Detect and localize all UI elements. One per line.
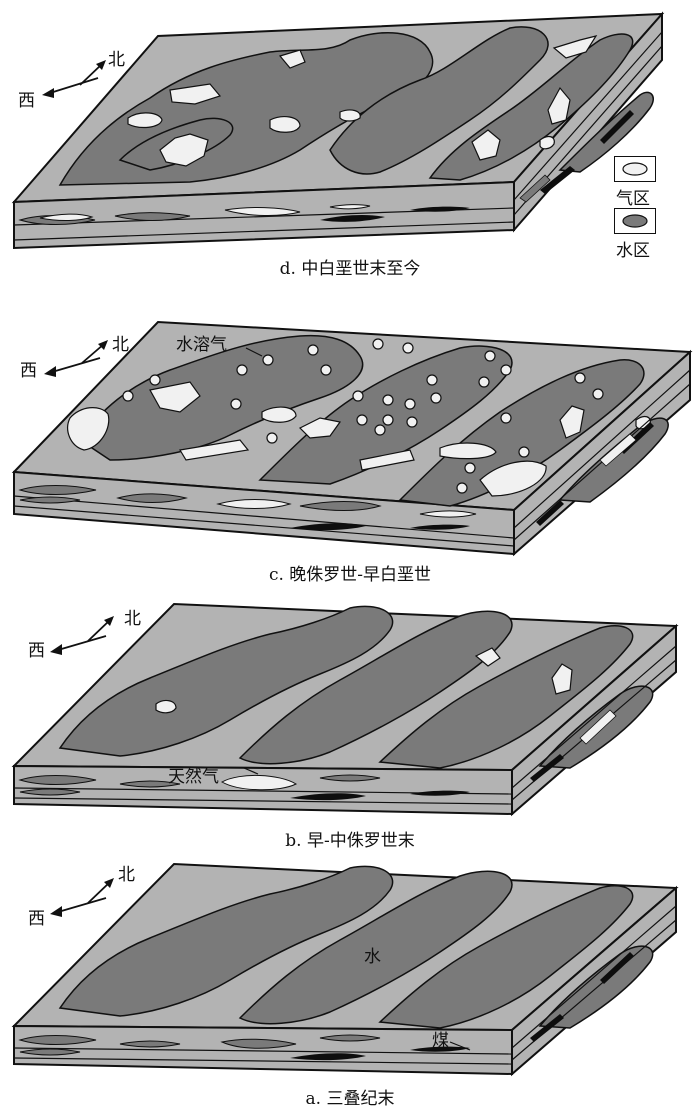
coal-label: 煤: [432, 1026, 449, 1051]
gas-patch: [440, 443, 496, 459]
compass-north-label: 北: [112, 330, 129, 355]
gas-patch: [270, 117, 300, 133]
block-diagram-d: [0, 0, 700, 280]
panel-caption-d: d. 中白垩世末至今: [0, 254, 700, 279]
dissolved-gas-label: 水溶气: [176, 330, 227, 355]
panel-caption-a: a. 三叠纪末: [0, 1084, 700, 1109]
compass-b: [50, 616, 114, 655]
panel-c: 北 西 水溶气 c. 晚侏罗世-早白垩世: [0, 300, 700, 590]
gas-patch: [262, 407, 296, 422]
legend-gas-swatch: [614, 156, 656, 182]
gas-patch: [540, 137, 554, 149]
panel-d: 北 西 气区 水区 d. 中白垩世末至今: [0, 0, 700, 280]
gas-patch: [340, 110, 360, 121]
legend-water-swatch: [614, 208, 656, 234]
panel-b: 北 西 天然气 b. 早-中侏罗世末: [0, 598, 700, 858]
compass-west-label: 西: [28, 904, 45, 929]
compass-c: [44, 340, 108, 377]
block-diagram-a: [0, 860, 700, 1114]
natural-gas-label: 天然气: [168, 762, 219, 787]
gas-patch: [128, 113, 162, 128]
compass-a: [50, 878, 114, 917]
compass-north-label: 北: [124, 604, 141, 629]
panel-a: 北 西 水 煤 a. 三叠纪末: [0, 860, 700, 1114]
gas-patch: [156, 701, 176, 713]
panel-caption-b: b. 早-中侏罗世末: [0, 826, 700, 851]
compass-north-label: 北: [118, 860, 135, 885]
legend-gas-label: 气区: [616, 184, 650, 209]
block-diagram-c: [0, 300, 700, 590]
panel-caption-c: c. 晚侏罗世-早白垩世: [0, 560, 700, 585]
compass-north-label: 北: [108, 45, 125, 70]
compass-west-label: 西: [28, 636, 45, 661]
compass-west-label: 西: [18, 86, 35, 111]
block-diagram-b: [0, 598, 700, 858]
water-label: 水: [364, 942, 381, 967]
compass-d: [42, 60, 106, 98]
compass-west-label: 西: [20, 356, 37, 381]
